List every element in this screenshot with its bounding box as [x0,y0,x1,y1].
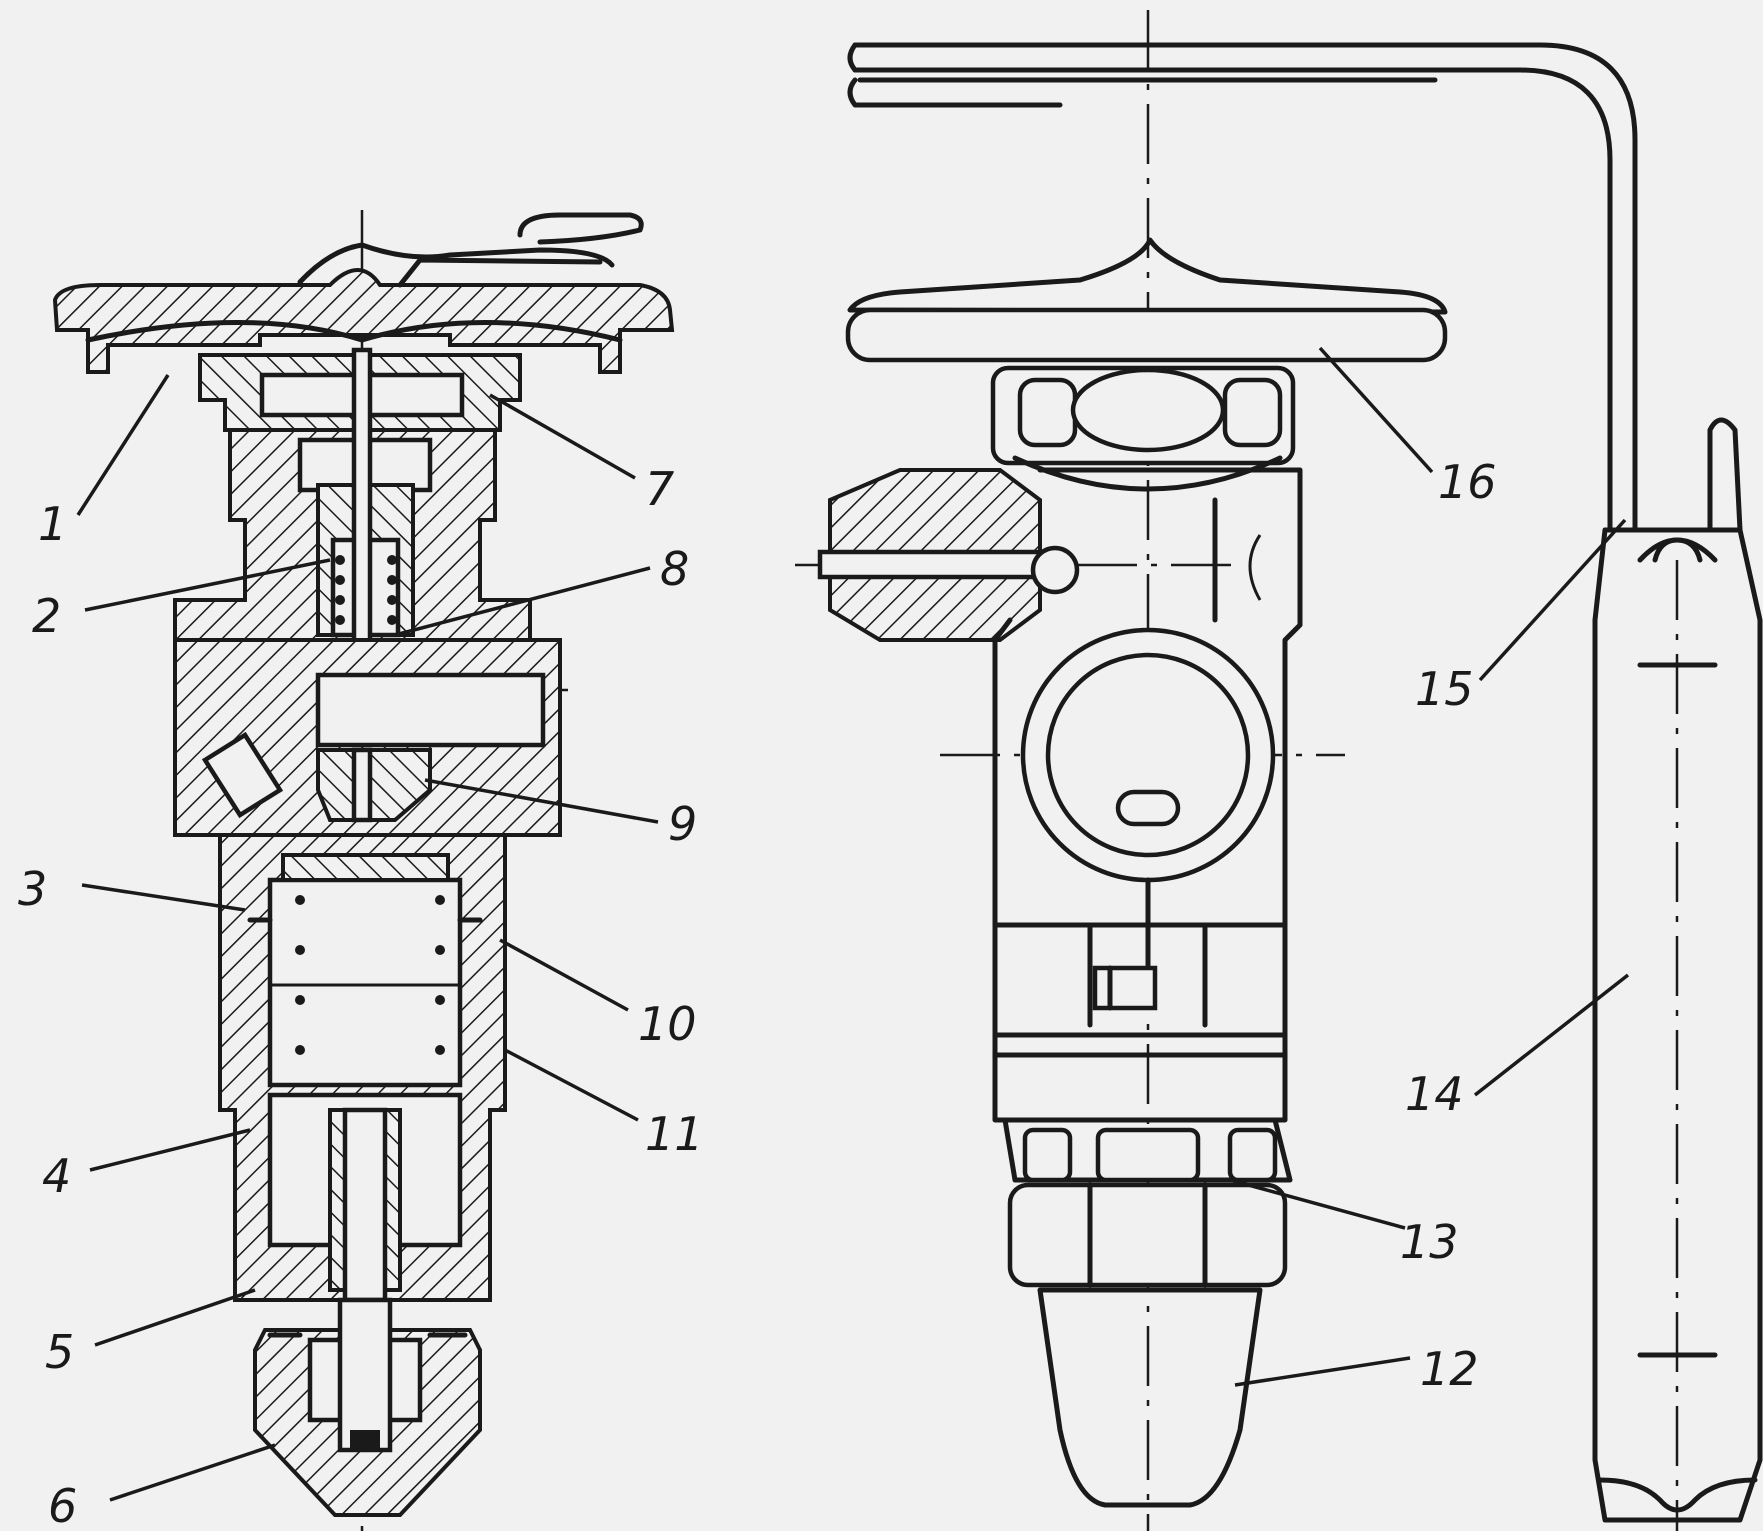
sectional-view [52,210,675,1531]
callout-10: 10 [638,997,697,1051]
callout-6: 6 [48,1479,77,1531]
callout-12: 12 [1420,1342,1479,1396]
callout-7: 7 [645,462,674,516]
callout-13: 13 [1400,1215,1459,1269]
thermo-bulb [1592,417,1763,1531]
callout-4: 4 [42,1149,71,1203]
callout-9: 9 [668,797,697,851]
callout-2: 2 [32,589,61,643]
callout-3: 3 [18,862,47,916]
callout-16: 16 [1438,455,1497,509]
callout-5: 5 [45,1325,74,1379]
cap-hex-nut [990,365,1296,492]
lower-body [218,833,507,1303]
callout-8: 8 [660,542,689,596]
exterior-view [795,10,1638,1531]
callout-15: 15 [1415,662,1474,716]
callout-1: 1 [38,497,67,551]
middle-body [173,638,562,857]
bottom-cap [253,1297,482,1517]
callout-14: 14 [1405,1067,1464,1121]
side-inlet-fitting [817,468,1080,642]
callout-11: 11 [645,1107,704,1161]
callout-labels: 1 2 3 4 5 6 7 8 9 10 11 12 13 14 15 16 [18,455,1497,1531]
adjusting-nut [1002,1117,1293,1508]
main-body [992,467,1303,1123]
leader-lines [76,346,1630,1502]
